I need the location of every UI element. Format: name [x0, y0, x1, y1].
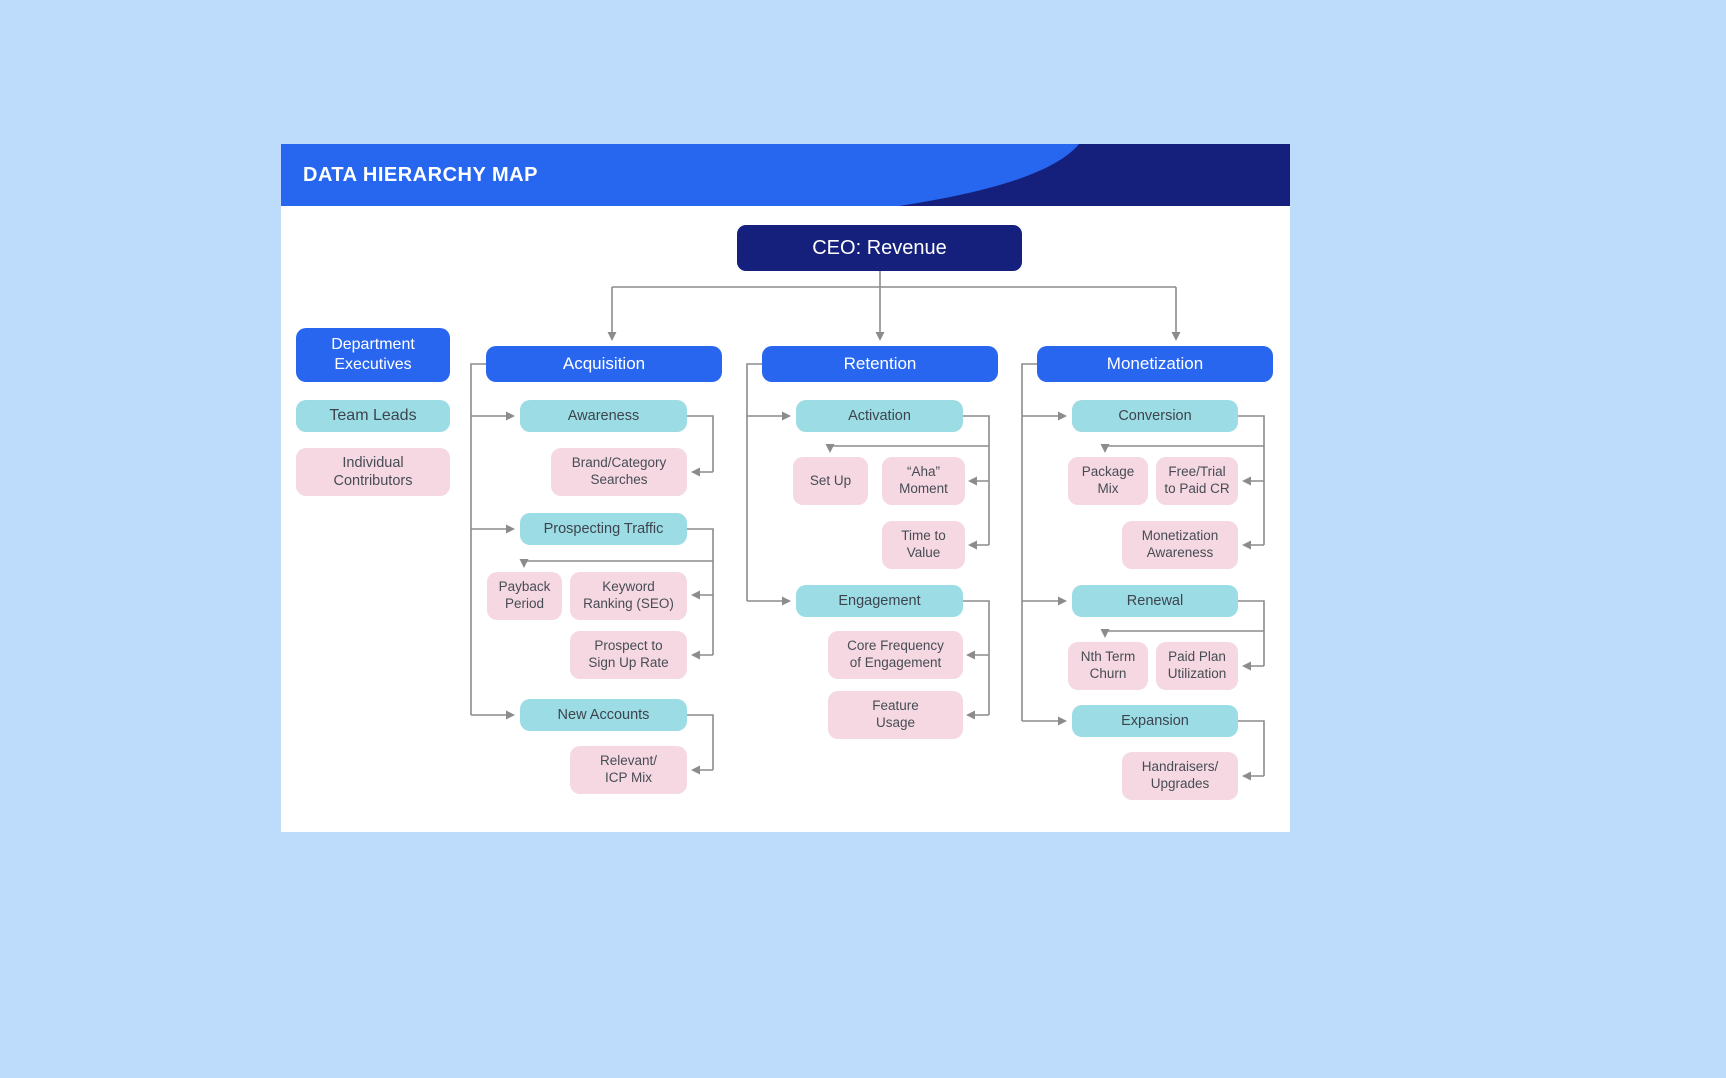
header-swoosh-shape — [899, 144, 1290, 206]
node-renewal: Renewal — [1072, 585, 1238, 617]
header-bar: DATA HIERARCHY MAP — [281, 144, 1290, 206]
column-header-retention: Retention — [762, 346, 998, 382]
node-free-trial-to-paid-cr: Free/Trial to Paid CR — [1156, 457, 1238, 505]
connectors — [470, 271, 1265, 781]
node-payback-period: Payback Period — [487, 572, 562, 620]
node-expansion: Expansion — [1072, 705, 1238, 737]
node-relevant-icp-mix: Relevant/ ICP Mix — [570, 746, 687, 794]
node-set-up: Set Up — [793, 457, 868, 505]
node-engagement: Engagement — [796, 585, 963, 617]
page-title: DATA HIERARCHY MAP — [303, 163, 538, 186]
node-time-to-value: Time to Value — [882, 521, 965, 569]
node-feature-usage: Feature Usage — [828, 691, 963, 739]
node-new-accounts: New Accounts — [520, 699, 687, 731]
legend-department-executives: Department Executives — [296, 328, 450, 382]
node-aha-moment: “Aha” Moment — [882, 457, 965, 505]
node-handraisers-upgrades: Handraisers/ Upgrades — [1122, 752, 1238, 800]
node-prospecting-traffic: Prospecting Traffic — [520, 513, 687, 545]
node-prospect-to-sign-up-rate: Prospect to Sign Up Rate — [570, 631, 687, 679]
node-paid-plan-utilization: Paid Plan Utilization — [1156, 642, 1238, 690]
node-monetization-awareness: Monetization Awareness — [1122, 521, 1238, 569]
legend-individual-contributors: Individual Contributors — [296, 448, 450, 496]
node-ceo-revenue: CEO: Revenue — [737, 225, 1022, 271]
legend-team-leads: Team Leads — [296, 400, 450, 432]
column-header-acquisition: Acquisition — [486, 346, 722, 382]
column-header-monetization: Monetization — [1037, 346, 1273, 382]
node-nth-term-churn: Nth Term Churn — [1068, 642, 1148, 690]
node-conversion: Conversion — [1072, 400, 1238, 432]
node-package-mix: Package Mix — [1068, 457, 1148, 505]
node-activation: Activation — [796, 400, 963, 432]
node-brand-category-searches: Brand/Category Searches — [551, 448, 687, 496]
node-awareness: Awareness — [520, 400, 687, 432]
node-keyword-ranking-seo: Keyword Ranking (SEO) — [570, 572, 687, 620]
node-core-frequency-of-engagement: Core Frequency of Engagement — [828, 631, 963, 679]
